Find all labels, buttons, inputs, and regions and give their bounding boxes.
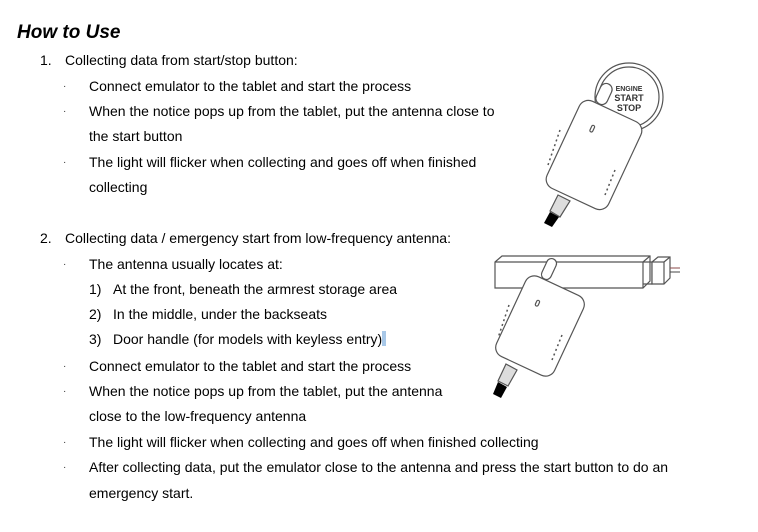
- list-item: When the notice pops up from the tablet,…: [89, 383, 443, 399]
- bullet-icon: ·: [63, 81, 67, 92]
- location-item: In the middle, under the backseats: [113, 306, 328, 322]
- section-1-number: 1.: [40, 52, 52, 68]
- location-item-text: Door handle (for models with keyless ent…: [113, 331, 383, 347]
- section-1-heading: Collecting data from start/stop button:: [65, 52, 298, 68]
- location-item: At the front, beneath the armrest storag…: [113, 281, 398, 297]
- bullet-icon: ·: [63, 386, 67, 397]
- list-item: The light will flicker when collecting a…: [89, 434, 539, 450]
- text-cursor: [382, 331, 387, 346]
- list-item: Connect emulator to the tablet and start…: [89, 78, 412, 94]
- location-number: 3): [89, 331, 102, 347]
- stop-label: STOP: [617, 103, 641, 113]
- list-item: Connect emulator to the tablet and start…: [89, 358, 412, 374]
- engine-label: ENGINE: [616, 86, 643, 93]
- bullet-icon: ·: [63, 157, 67, 168]
- list-item: After collecting data, put the emulator …: [89, 459, 669, 475]
- bullet-icon: ·: [63, 106, 67, 117]
- start-button-emulator-illustration: ENGINE START STOP: [544, 62, 664, 227]
- lf-antenna-emulator-illustration: [493, 255, 680, 398]
- location-item-with-cursor[interactable]: Door handle (for models with keyless ent…: [113, 330, 387, 348]
- location-number: 2): [89, 306, 102, 322]
- page-title: How to Use: [17, 22, 121, 43]
- list-item-continuation: the start button: [89, 128, 183, 144]
- bullet-icon: ·: [63, 462, 67, 473]
- bullet-icon: ·: [63, 437, 67, 448]
- bullet-icon: ·: [63, 361, 67, 372]
- list-item-continuation: emergency start.: [89, 485, 194, 501]
- list-item: The antenna usually locates at:: [89, 256, 283, 272]
- section-2-number: 2.: [40, 230, 52, 246]
- start-label: START: [614, 93, 644, 103]
- list-item-continuation: collecting: [89, 179, 148, 195]
- bullet-icon: ·: [63, 259, 67, 270]
- list-item-continuation: close to the low-frequency antenna: [89, 408, 307, 424]
- location-number: 1): [89, 281, 102, 297]
- list-item: When the notice pops up from the tablet,…: [89, 103, 495, 119]
- section-2-heading: Collecting data / emergency start from l…: [65, 230, 451, 246]
- list-item: The light will flicker when collecting a…: [89, 154, 477, 170]
